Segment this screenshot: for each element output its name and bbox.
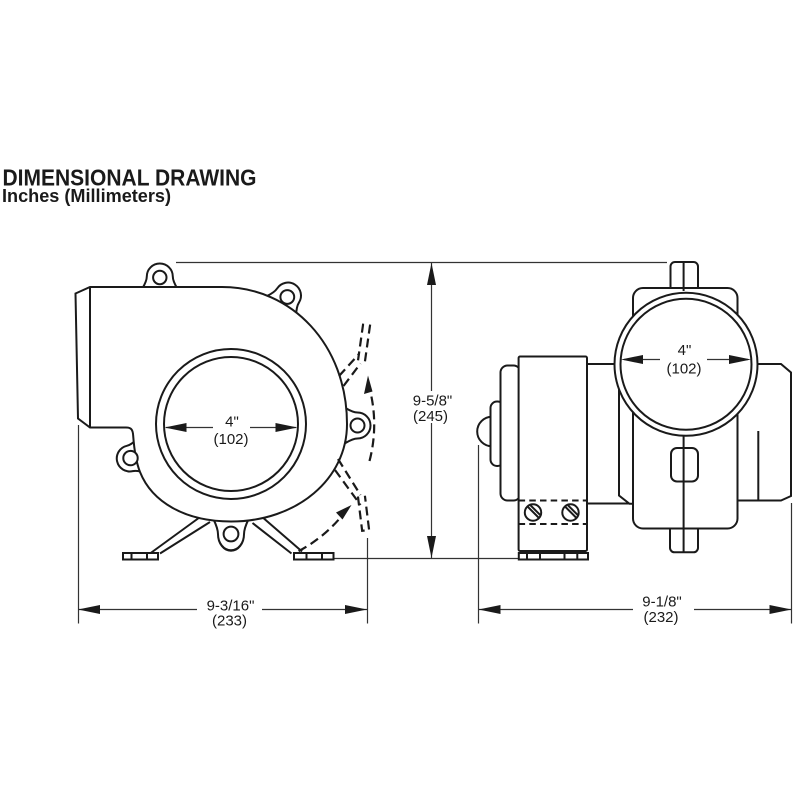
svg-text:(232): (232) [643, 609, 678, 626]
svg-text:9-5/8": 9-5/8" [413, 393, 453, 410]
svg-text:(245): (245) [413, 408, 448, 425]
svg-text:Inches (Millimeters): Inches (Millimeters) [2, 186, 171, 206]
svg-text:(233): (233) [212, 613, 247, 630]
svg-text:4": 4" [225, 414, 239, 431]
svg-text:4": 4" [678, 342, 692, 359]
svg-text:9-1/8": 9-1/8" [642, 594, 682, 611]
svg-text:9-3/16": 9-3/16" [207, 598, 255, 615]
svg-text:DIMENSIONAL DRAWING: DIMENSIONAL DRAWING [3, 165, 257, 191]
svg-text:(102): (102) [666, 361, 701, 378]
svg-text:(102): (102) [213, 431, 248, 448]
